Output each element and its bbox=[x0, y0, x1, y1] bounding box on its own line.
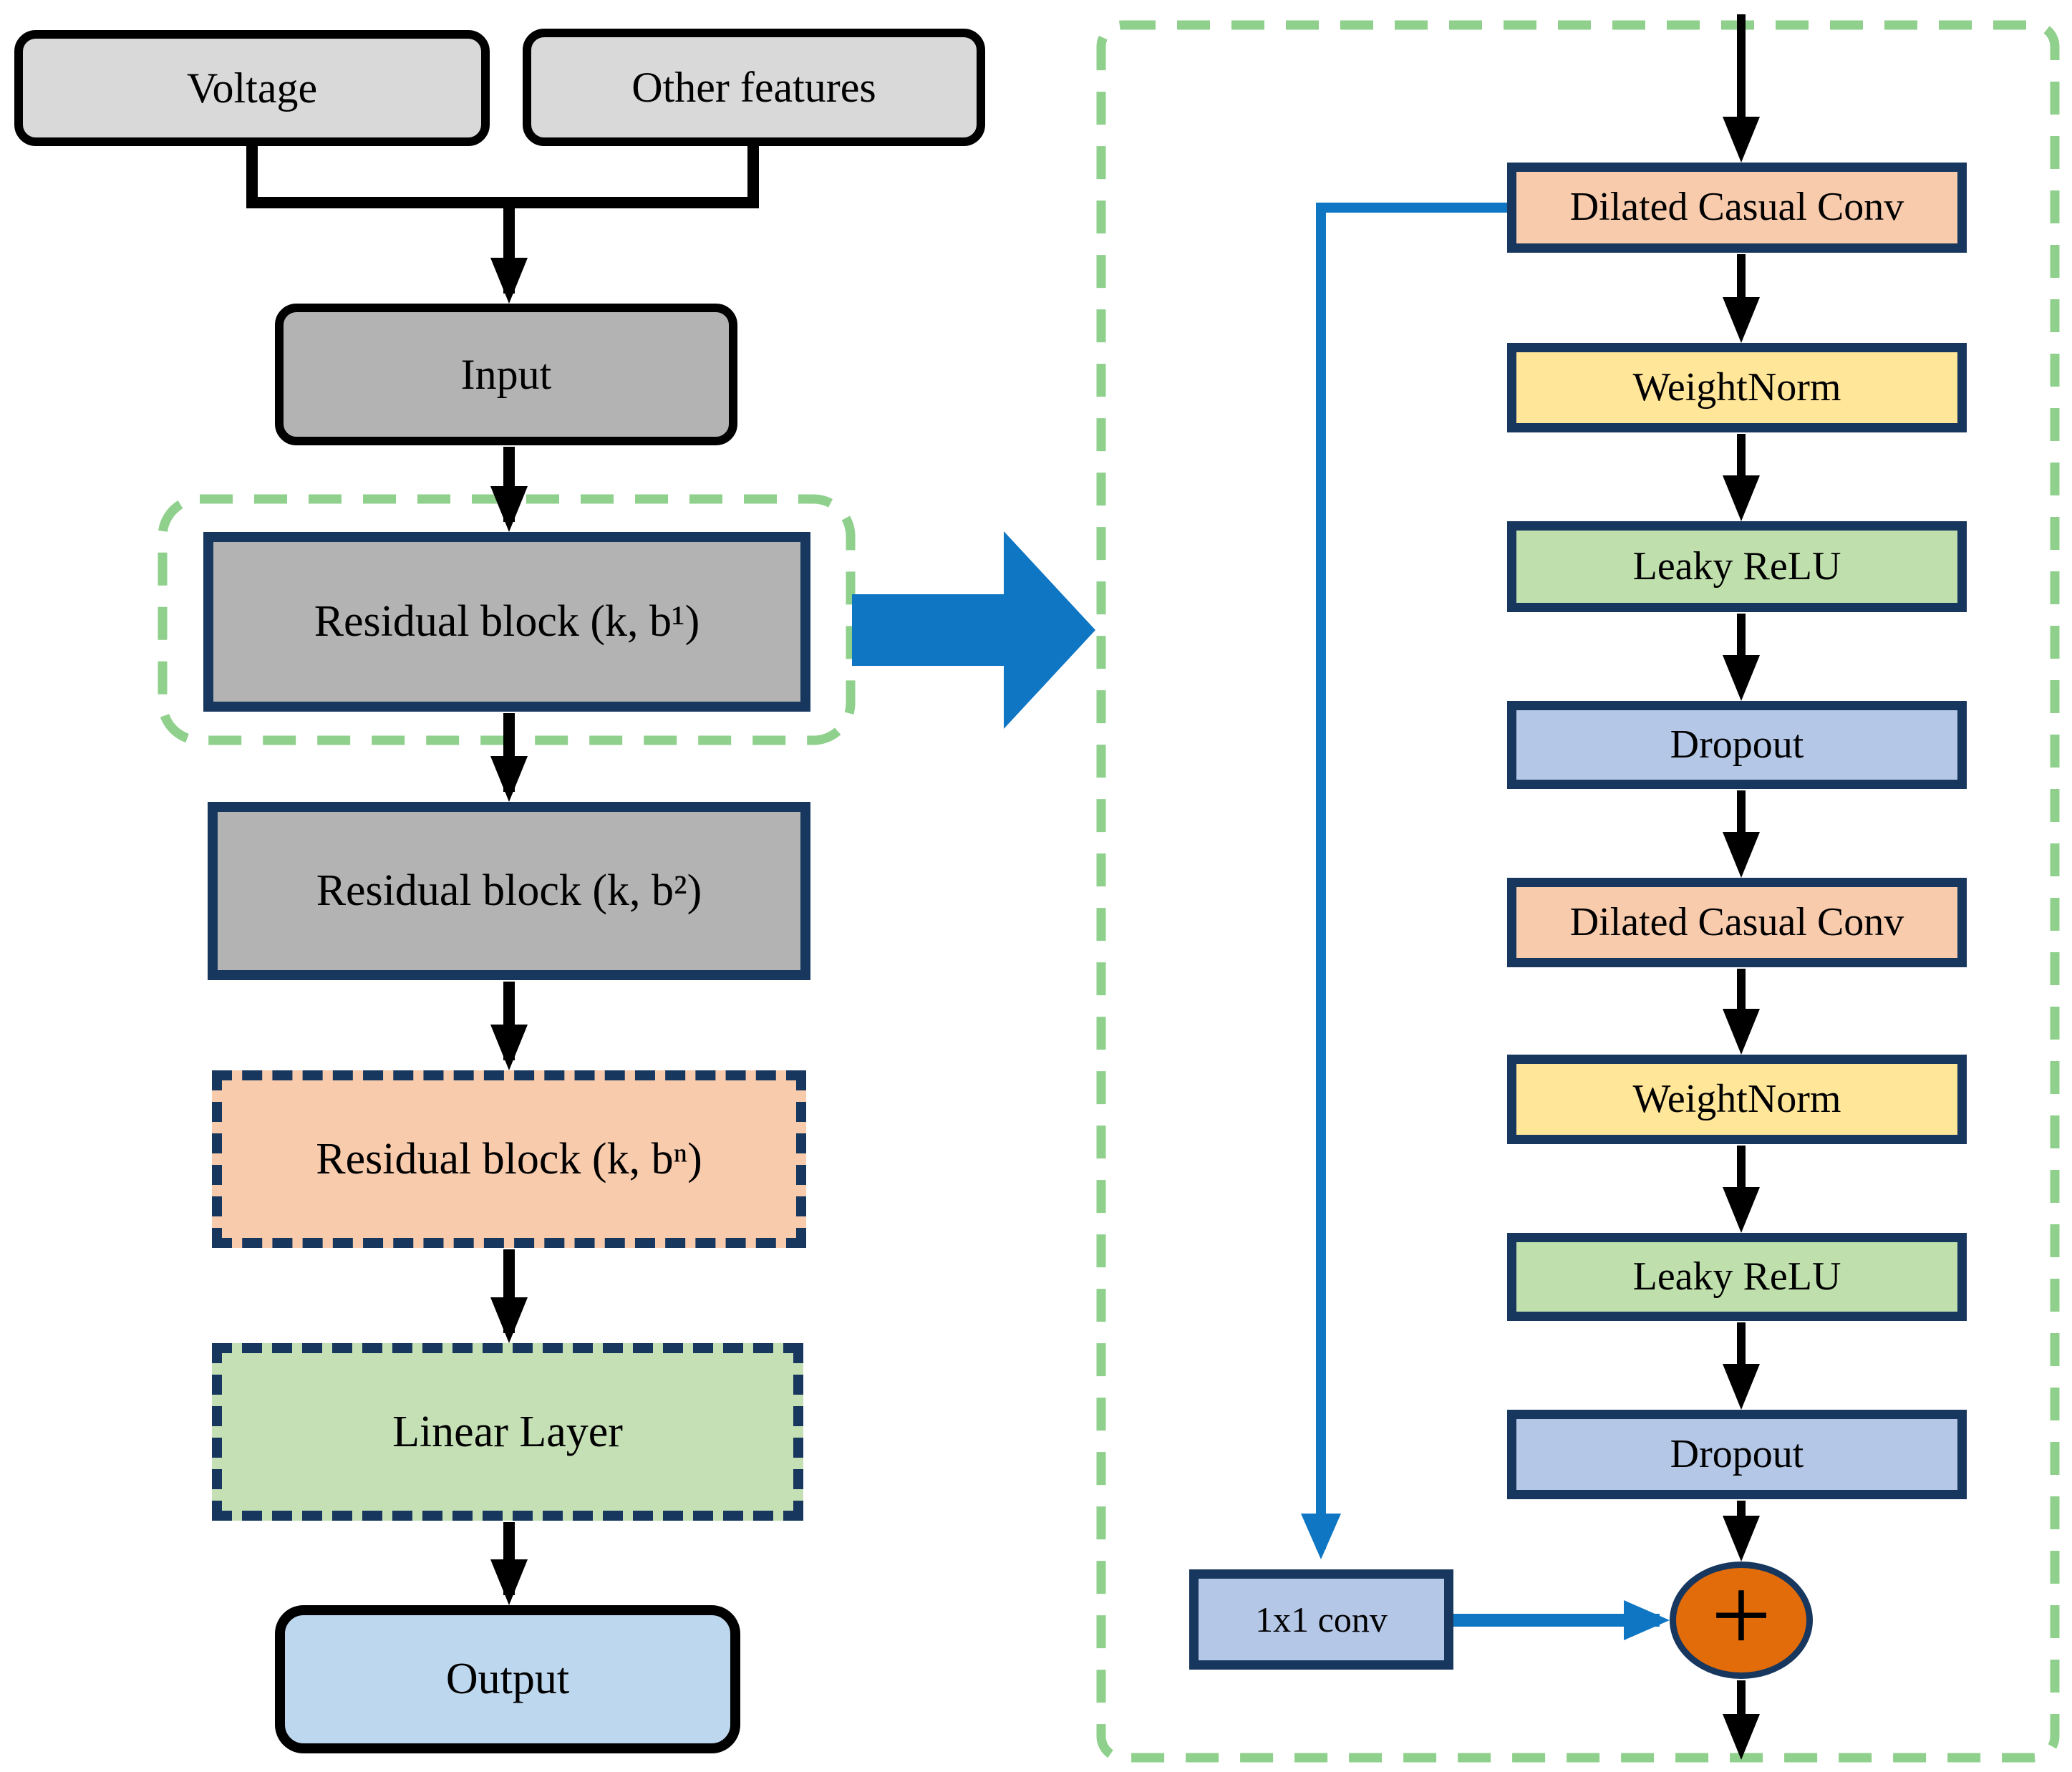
residual-block-n-box: Residual block (k, bⁿ) bbox=[212, 1070, 806, 1248]
leaky-relu-2-box: Leaky ReLU bbox=[1507, 1233, 1967, 1321]
voltage-label: Voltage bbox=[186, 64, 318, 112]
weightnorm-2-label: WeightNorm bbox=[1632, 1076, 1841, 1121]
sum-node: + bbox=[1670, 1556, 1813, 1679]
leaky-relu-1-label: Leaky ReLU bbox=[1632, 543, 1841, 589]
linear-layer-label: Linear Layer bbox=[392, 1407, 623, 1456]
dilated-conv-1-label: Dilated Casual Conv bbox=[1569, 185, 1904, 230]
skip-connection-line bbox=[1301, 203, 1507, 1559]
input-label: Input bbox=[460, 351, 552, 398]
dropout-1-box: Dropout bbox=[1507, 701, 1967, 789]
dropout-2-label: Dropout bbox=[1670, 1431, 1804, 1476]
other-features-label: Other features bbox=[631, 64, 876, 111]
output-box: Output bbox=[275, 1605, 740, 1753]
residual-block-2-label: Residual block (k, b²) bbox=[316, 866, 702, 916]
expand-arrow-icon bbox=[852, 531, 1095, 729]
weightnorm-2-box: WeightNorm bbox=[1507, 1055, 1967, 1144]
dilated-conv-2-label: Dilated Casual Conv bbox=[1569, 899, 1904, 944]
merge-connector bbox=[246, 140, 759, 208]
input-box: Input bbox=[275, 304, 737, 445]
dropout-1-label: Dropout bbox=[1670, 722, 1804, 767]
dropout-2-box: Dropout bbox=[1507, 1410, 1967, 1499]
conv-1x1-label: 1x1 conv bbox=[1255, 1599, 1388, 1640]
plus-icon: + bbox=[1710, 1555, 1772, 1675]
residual-detail-panel-border bbox=[1096, 20, 2060, 1763]
dilated-conv-2-box: Dilated Casual Conv bbox=[1507, 878, 1967, 967]
leaky-relu-2-label: Leaky ReLU bbox=[1632, 1254, 1841, 1299]
voltage-box: Voltage bbox=[14, 30, 490, 146]
residual-block-1-label: Residual block (k, b¹) bbox=[314, 597, 700, 647]
residual-block-1-box: Residual block (k, b¹) bbox=[203, 532, 810, 712]
leaky-relu-1-box: Leaky ReLU bbox=[1507, 521, 1967, 612]
dilated-conv-1-box: Dilated Casual Conv bbox=[1507, 163, 1967, 253]
conv-1x1-box: 1x1 conv bbox=[1189, 1569, 1453, 1670]
residual-block-2-box: Residual block (k, b²) bbox=[208, 802, 810, 980]
weightnorm-1-label: WeightNorm bbox=[1632, 364, 1841, 410]
output-label: Output bbox=[445, 1655, 570, 1704]
residual-block-n-label: Residual block (k, bⁿ) bbox=[316, 1134, 702, 1183]
linear-layer-box: Linear Layer bbox=[212, 1343, 803, 1521]
other-features-box: Other features bbox=[523, 29, 985, 146]
weightnorm-1-box: WeightNorm bbox=[1507, 343, 1967, 432]
